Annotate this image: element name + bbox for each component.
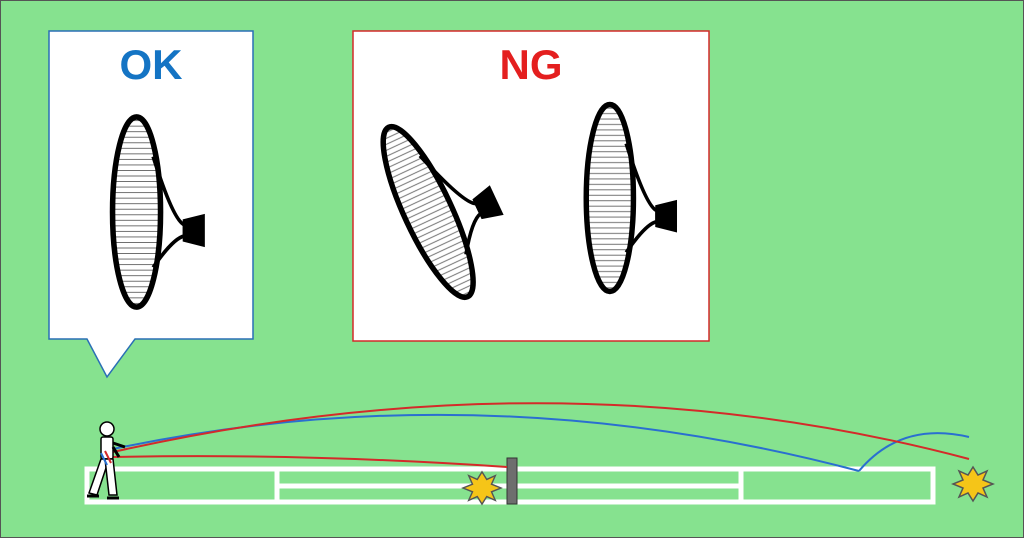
ng-label: NG: [499, 41, 563, 88]
player-swinging-icon: [87, 421, 126, 500]
impact-burst-icon: [462, 471, 502, 505]
ball-trajectories: [112, 402, 970, 472]
trajectory-ng-net: [112, 455, 508, 468]
ng-panel: [352, 30, 710, 342]
net-post: [506, 457, 518, 505]
trajectory-ok-bounce: [858, 432, 970, 472]
ok-label: OK: [119, 41, 183, 88]
ok-callout: [48, 30, 254, 379]
impact-burst-icon: [952, 466, 994, 502]
trajectory-ng-long: [112, 402, 970, 460]
